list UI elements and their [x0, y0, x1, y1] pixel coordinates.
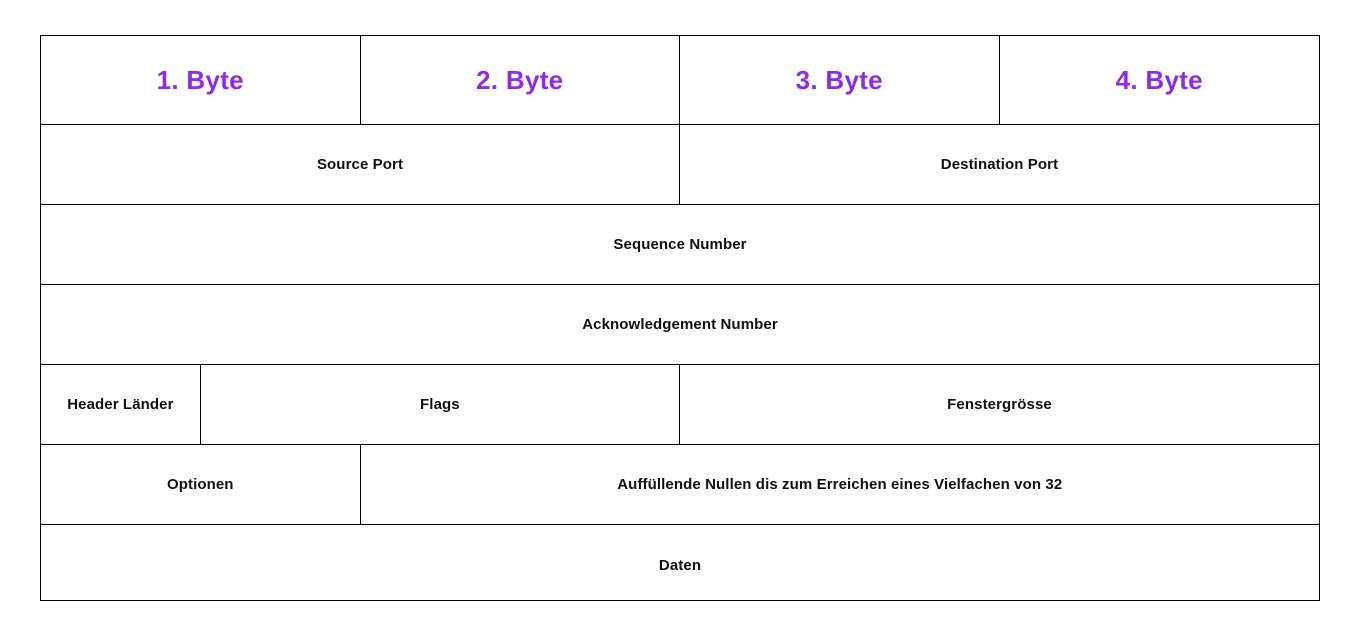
field-cell-header-length: Header Länder: [41, 365, 201, 444]
byte-header-label-2: 2. Byte: [476, 64, 564, 95]
byte-header-cell-2: 2. Byte: [361, 36, 680, 124]
field-label-source-port: Source Port: [316, 156, 404, 173]
byte-header-row: 1. Byte 2. Byte 3. Byte 4. Byte: [41, 36, 1319, 125]
field-row-data: Daten: [41, 525, 1319, 605]
field-label-destination-port: Destination Port: [940, 156, 1059, 173]
field-label-sequence-number: Sequence Number: [613, 236, 747, 253]
field-cell-source-port: Source Port: [41, 125, 680, 204]
field-label-data: Daten: [658, 556, 702, 574]
tcp-header-diagram: 1. Byte 2. Byte 3. Byte 4. Byte Source P…: [40, 35, 1320, 601]
field-cell-flags: Flags: [201, 365, 681, 444]
field-cell-options: Optionen: [41, 445, 361, 524]
byte-header-label-1: 1. Byte: [156, 64, 244, 95]
field-label-padding: Auffüllende Nullen dis zum Erreichen ein…: [617, 476, 1063, 493]
field-row-sequence-number: Sequence Number: [41, 205, 1319, 285]
field-label-window-size: Fenstergrösse: [947, 396, 1052, 413]
field-cell-padding: Auffüllende Nullen dis zum Erreichen ein…: [361, 445, 1319, 524]
field-cell-data: Daten: [41, 525, 1319, 605]
byte-header-cell-1: 1. Byte: [41, 36, 361, 124]
field-row-acknowledgement-number: Acknowledgement Number: [41, 285, 1319, 365]
byte-header-label-3: 3. Byte: [795, 64, 883, 95]
field-cell-destination-port: Destination Port: [680, 125, 1319, 204]
field-label-acknowledgement-number: Acknowledgement Number: [582, 316, 778, 333]
field-label-options: Optionen: [166, 476, 234, 493]
field-label-header-length: Header Länder: [67, 396, 174, 413]
field-row-ports: Source Port Destination Port: [41, 125, 1319, 205]
field-row-options: Optionen Auffüllende Nullen dis zum Erre…: [41, 445, 1319, 525]
field-row-flags: Header Länder Flags Fenstergrösse: [41, 365, 1319, 445]
byte-header-cell-3: 3. Byte: [680, 36, 1000, 124]
field-label-flags: Flags: [420, 396, 460, 413]
field-cell-sequence-number: Sequence Number: [41, 205, 1319, 284]
field-cell-window-size: Fenstergrösse: [680, 365, 1319, 444]
byte-header-cell-4: 4. Byte: [1000, 36, 1320, 124]
field-cell-acknowledgement-number: Acknowledgement Number: [41, 285, 1319, 364]
byte-header-label-4: 4. Byte: [1115, 64, 1203, 95]
